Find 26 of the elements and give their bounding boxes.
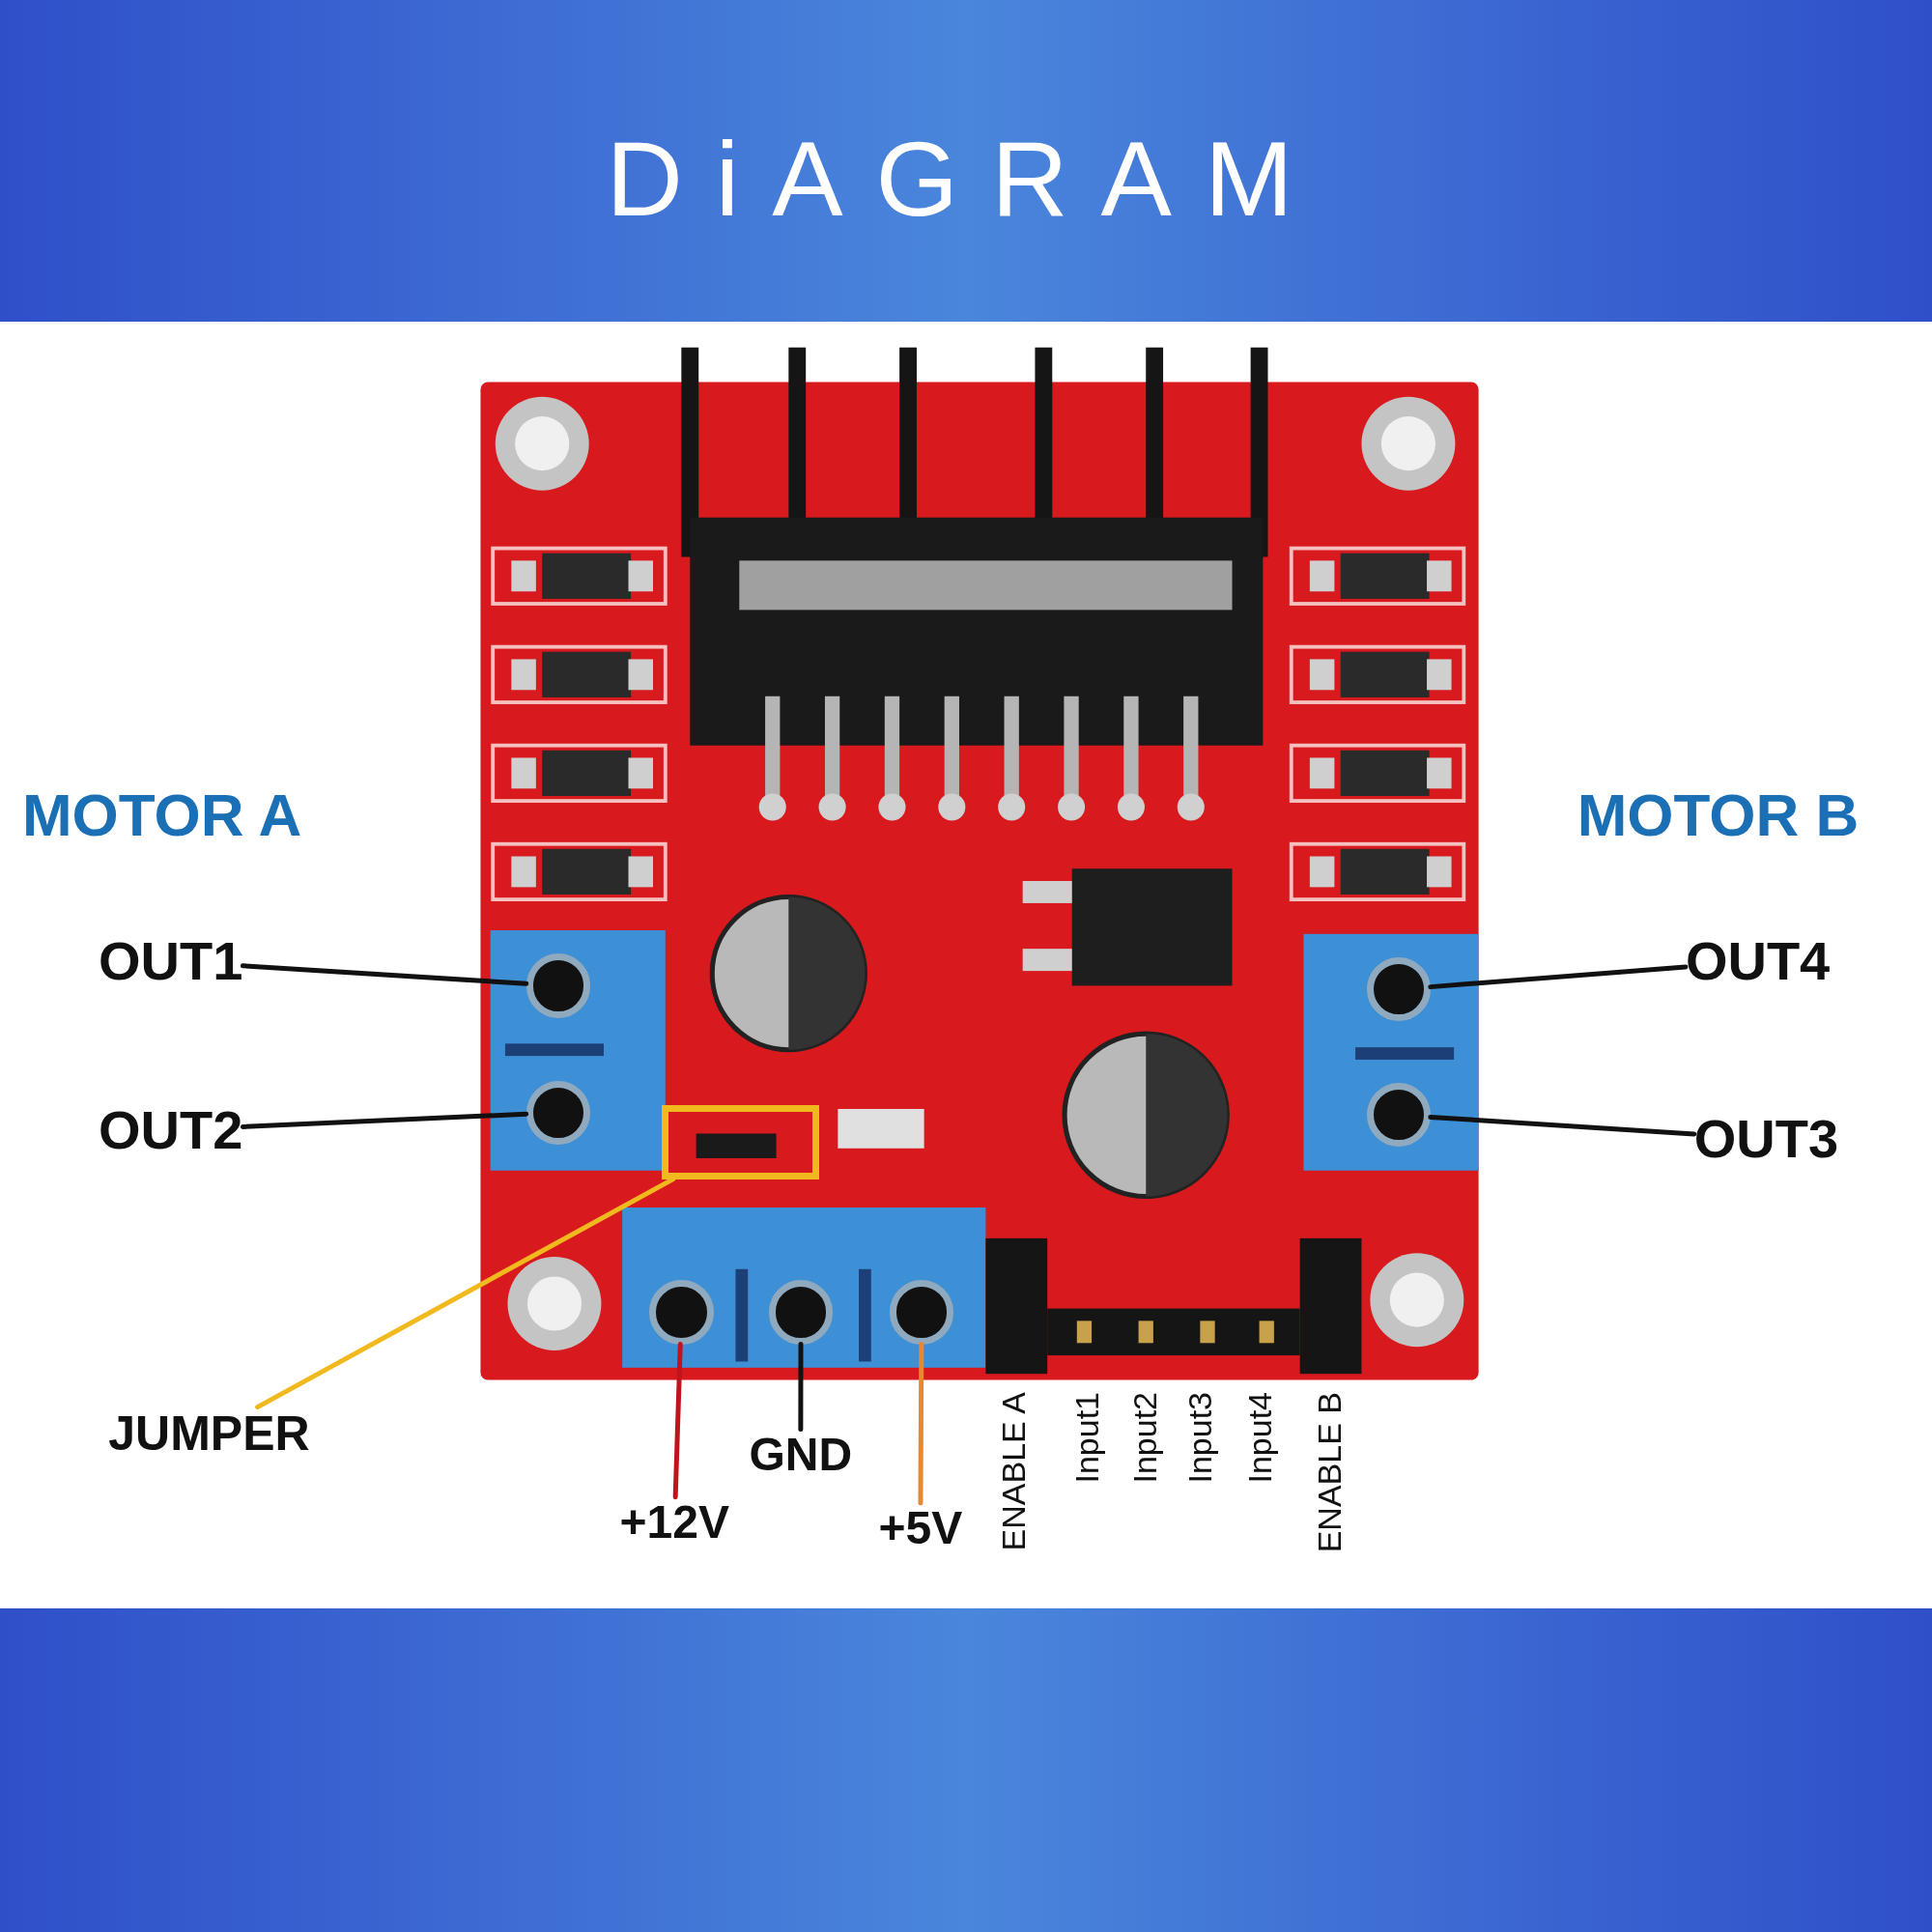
pin-label: OUT4 (1685, 931, 1831, 991)
pin-label: Input4 (1241, 1392, 1279, 1484)
title: DiAGRAM (605, 126, 1327, 232)
pin-label: ENABLE A (995, 1392, 1032, 1551)
leader-line (798, 1342, 804, 1433)
pin-label: JUMPER (108, 1406, 310, 1461)
leader-line (1428, 1114, 1697, 1137)
pin-label: +12V (619, 1496, 729, 1548)
pin-label: +5V (878, 1503, 963, 1554)
pin-label: OUT1 (99, 931, 243, 991)
motor-label: MOTOR A (21, 781, 302, 849)
pin-label: OUT2 (99, 1100, 243, 1160)
leader-line (240, 963, 529, 986)
leader-line (240, 1111, 529, 1129)
pin-label: Input2 (1127, 1392, 1164, 1484)
leader-line (255, 1177, 676, 1410)
leader-line (1428, 964, 1689, 990)
jumper-highlight-box (661, 1105, 820, 1179)
leader-line (672, 1342, 683, 1500)
pin-label: Input3 (1182, 1392, 1219, 1484)
pin-label: OUT3 (1693, 1108, 1839, 1169)
pin-label: ENABLE B (1312, 1392, 1349, 1553)
pin-label: Input1 (1069, 1392, 1106, 1484)
pin-label: GND (749, 1429, 853, 1481)
motor-label: MOTOR B (1577, 781, 1860, 849)
leader-line (918, 1342, 924, 1506)
